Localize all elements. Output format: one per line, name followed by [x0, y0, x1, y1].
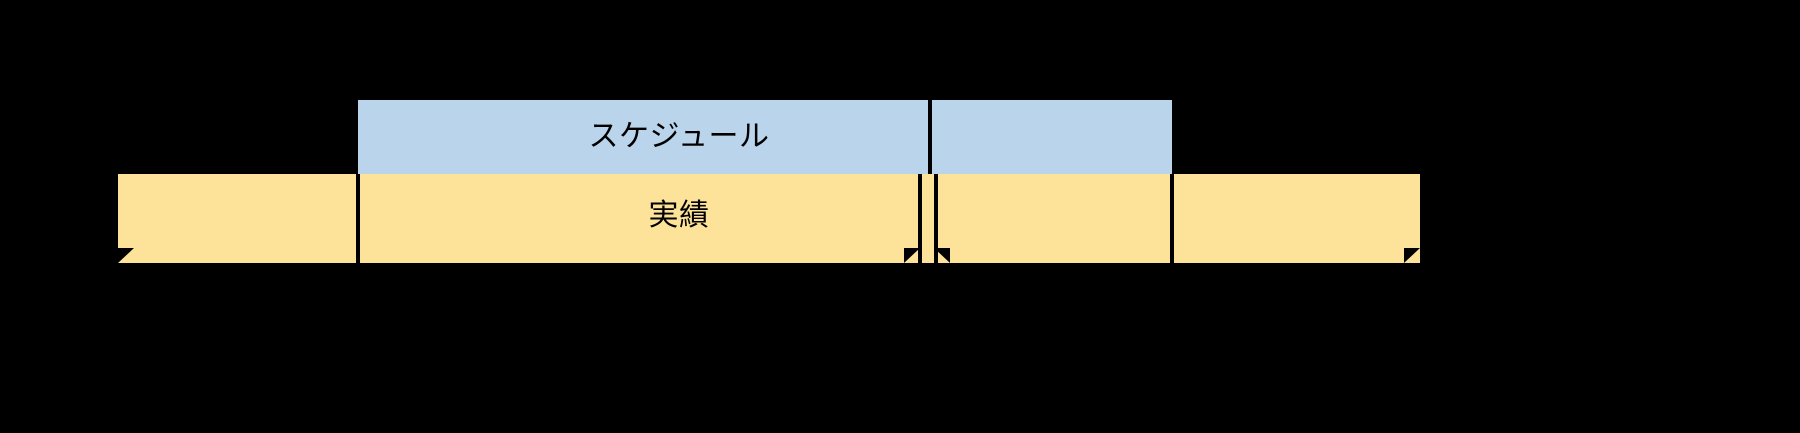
actual-divider-mid-a	[918, 174, 922, 263]
schedule-divider-right	[928, 100, 932, 174]
actual-bar[interactable]	[118, 174, 1420, 263]
actual-divider-left	[356, 174, 360, 263]
end-arrow-icon	[1404, 248, 1420, 263]
mid-arrow-left-icon	[904, 248, 920, 263]
mid-arrow-right-icon	[934, 248, 950, 263]
start-arrow-icon	[118, 248, 134, 263]
schedule-bar[interactable]	[358, 100, 1172, 174]
actual-divider-right	[1170, 174, 1174, 263]
schedule-bar-label: スケジュール	[588, 119, 770, 154]
actual-divider-mid-b	[934, 174, 938, 263]
actual-bar-label: 実績	[648, 198, 710, 233]
